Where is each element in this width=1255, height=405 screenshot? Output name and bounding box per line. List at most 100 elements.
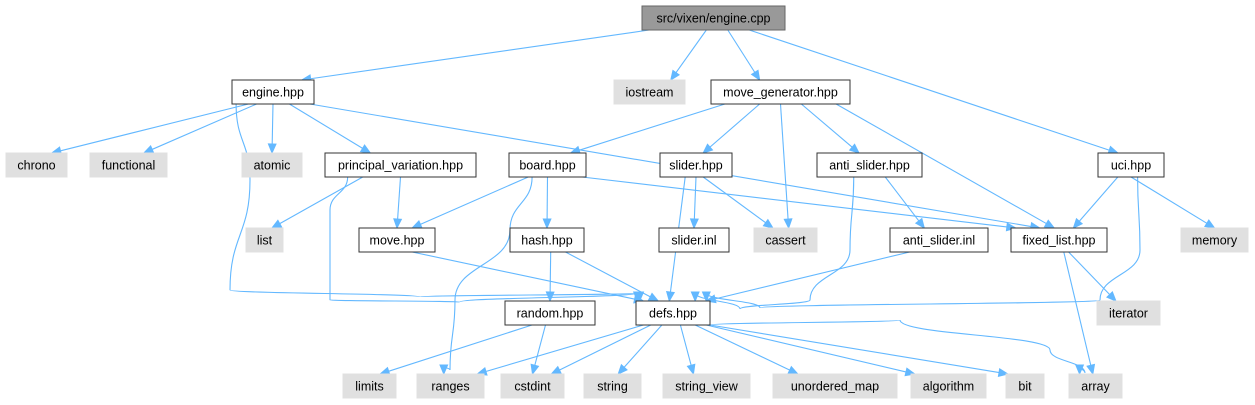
node-anti-slider-inl[interactable]: anti_slider.inl [889, 227, 989, 253]
node-label: slider.inl [671, 234, 716, 248]
node-move-generator-hpp[interactable]: move_generator.hpp [710, 79, 851, 105]
node-slider-inl[interactable]: slider.inl [658, 227, 730, 253]
node-algorithm: algorithm [910, 373, 987, 399]
arrowhead [550, 365, 562, 375]
arrowhead [762, 218, 774, 229]
edge-line [693, 176, 697, 221]
node-box [231, 79, 315, 105]
edge-line [884, 176, 920, 222]
edge-move_generator_hpp-to-slider_hpp [702, 103, 761, 154]
node-box [772, 373, 898, 399]
node-box [508, 152, 587, 178]
arrowhead [530, 363, 540, 376]
node-principal-variation-hpp[interactable]: principal_variation.hpp [324, 152, 477, 178]
edge-fixed_list_hpp-to-array [1063, 251, 1096, 376]
node-box [342, 373, 397, 399]
node-defs-hpp[interactable]: defs.hpp [635, 300, 711, 326]
arrowhead [1086, 363, 1096, 376]
node-box [889, 227, 989, 253]
arrowhead [1106, 291, 1117, 302]
node-limits: limits [342, 373, 397, 399]
edge-uci_hpp-to-fixed_list_hpp [1072, 176, 1119, 229]
node-string-view: string_view [662, 373, 751, 399]
arrowhead [1072, 217, 1084, 229]
node-box [5, 152, 68, 178]
edge-line [59, 103, 249, 152]
edge-slider_hpp-to-slider_inl [689, 176, 699, 230]
node-fixed-list-hpp[interactable]: fixed_list.hpp [1010, 227, 1108, 253]
edge-line [713, 251, 910, 300]
edge-line [702, 176, 767, 224]
edge-fixed_list_hpp-to-iterator [1068, 251, 1117, 302]
node-move-hpp[interactable]: move.hpp [358, 227, 436, 253]
node-cstdint: cstdint [500, 373, 565, 399]
edge-line [835, 103, 1048, 225]
edge-principal_variation_hpp-to-list [270, 176, 364, 229]
node-label: hash.hpp [521, 234, 572, 248]
node-label: cstdint [514, 380, 551, 394]
node-random-hpp[interactable]: random.hpp [504, 300, 596, 326]
node-list: list [245, 227, 284, 253]
node-board-hpp[interactable]: board.hpp [508, 152, 587, 178]
edge-line [674, 29, 707, 74]
node-label: functional [102, 159, 156, 173]
node-engine-cpp[interactable]: src/vixen/engine.cpp [641, 5, 786, 31]
edge-line [387, 324, 533, 373]
arrowhead [689, 218, 699, 230]
node-box [89, 152, 168, 178]
arrowhead [686, 363, 696, 376]
edge-line [1078, 176, 1119, 223]
edge-uci_hpp-to-memory [1130, 176, 1216, 229]
node-engine-hpp[interactable]: engine.hpp [231, 79, 315, 105]
node-label: anti_slider.inl [903, 234, 975, 248]
node-box [241, 152, 303, 178]
edge-hash_hpp-to-random_hpp [545, 251, 555, 303]
node-anti-slider-hpp[interactable]: anti_slider.hpp [816, 152, 923, 178]
node-atomic: atomic [241, 152, 303, 178]
node-box [509, 227, 585, 253]
node-label: iterator [1109, 307, 1148, 321]
arrowhead [267, 143, 277, 155]
node-uci-hpp[interactable]: uci.hpp [1097, 152, 1165, 178]
node-ranges: ranges [416, 373, 485, 399]
node-functional: functional [89, 152, 168, 178]
node-memory: memory [1180, 227, 1249, 253]
edge-engine_cpp-to-engine_hpp [300, 29, 650, 84]
arrowhead [702, 143, 714, 154]
node-box [710, 79, 851, 105]
node-label: list [257, 234, 273, 248]
arrowhead [545, 291, 555, 303]
node-slider-hpp[interactable]: slider.hpp [659, 152, 733, 178]
node-label: memory [1192, 234, 1238, 248]
node-label: anti_slider.hpp [829, 159, 910, 173]
edge-line [309, 29, 650, 80]
node-box [245, 227, 284, 253]
edge-line [549, 251, 552, 294]
node-hash-hpp[interactable]: hash.hpp [509, 227, 585, 253]
node-box [613, 79, 686, 105]
node-box [1010, 227, 1108, 253]
edge-engine_cpp-to-move_generator_hpp [727, 29, 761, 82]
arrowhead [1075, 364, 1085, 376]
arrowhead [359, 144, 372, 154]
arrowhead [783, 218, 793, 230]
edge-line [694, 324, 791, 372]
node-box [500, 373, 565, 399]
edge-engine_hpp-to-atomic [267, 103, 277, 155]
edge-random_hpp-to-limits [378, 324, 533, 376]
edge-line [582, 176, 1008, 228]
node-label: unordered_map [791, 380, 879, 394]
edge-board_hpp-to-move_hpp [411, 176, 529, 229]
edge-line [709, 319, 1086, 374]
node-label: array [1081, 380, 1110, 394]
edge-defs_hpp-to-string_view [679, 324, 696, 376]
node-label: slider.hpp [669, 159, 723, 173]
edge-line [396, 176, 402, 221]
node-string: string [583, 373, 642, 399]
node-chrono: chrono [5, 152, 68, 178]
edge-engine_hpp-to-functional [142, 103, 257, 154]
edge-defs_hpp-to-unordered_map [694, 324, 799, 375]
node-label: move_generator.hpp [723, 86, 838, 100]
edge-line [289, 103, 364, 150]
node-box [1096, 300, 1161, 326]
